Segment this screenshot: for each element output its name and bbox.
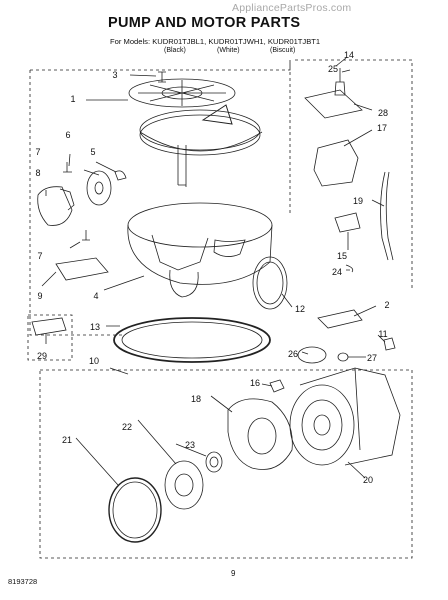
callout-25: 25 xyxy=(327,64,339,74)
callout-7b: 7 xyxy=(37,251,43,261)
callout-28: 28 xyxy=(377,108,389,118)
callout-26: 26 xyxy=(287,349,299,359)
callout-2: 2 xyxy=(384,300,390,310)
callout-29: 29 xyxy=(36,351,48,361)
callout-21: 21 xyxy=(61,435,73,445)
callout-22: 22 xyxy=(121,422,133,432)
callout-16: 16 xyxy=(249,378,261,388)
callout-17: 17 xyxy=(376,123,388,133)
callout-10: 10 xyxy=(88,356,100,366)
variant-black: (Black) xyxy=(164,47,186,54)
page-title: PUMP AND MOTOR PARTS xyxy=(108,15,301,31)
callout-20: 20 xyxy=(362,475,374,485)
callout-11: 11 xyxy=(378,329,388,339)
callout-1: 1 xyxy=(70,94,76,104)
callout-4: 4 xyxy=(93,291,99,301)
document-number: 8193728 xyxy=(8,577,38,586)
callout-3: 3 xyxy=(112,70,118,80)
variant-biscuit: (Biscuit) xyxy=(270,47,296,54)
callout-9: 9 xyxy=(37,291,43,301)
variant-white: (White) xyxy=(217,47,240,54)
part-1-shape xyxy=(128,78,236,108)
callout-6: 6 xyxy=(65,130,71,140)
page-number: 9 xyxy=(231,569,236,578)
callout-18: 18 xyxy=(190,394,202,404)
callout-15: 15 xyxy=(336,251,348,261)
callout-7a: 7 xyxy=(35,147,41,157)
callout-23: 23 xyxy=(184,440,196,450)
callout-24: 24 xyxy=(331,267,343,277)
callout-14: 14 xyxy=(343,50,355,60)
models-line: For Models: KUDR01TJBL1, KUDR01TJWH1, KU… xyxy=(110,37,321,46)
callout-13: 13 xyxy=(89,322,101,332)
callout-19: 19 xyxy=(352,196,364,206)
callout-12: 12 xyxy=(294,304,306,314)
callout-5: 5 xyxy=(90,147,96,157)
callout-8: 8 xyxy=(35,168,41,178)
callout-27: 27 xyxy=(366,353,378,363)
watermark: AppliancePartsPros.com xyxy=(232,2,352,14)
